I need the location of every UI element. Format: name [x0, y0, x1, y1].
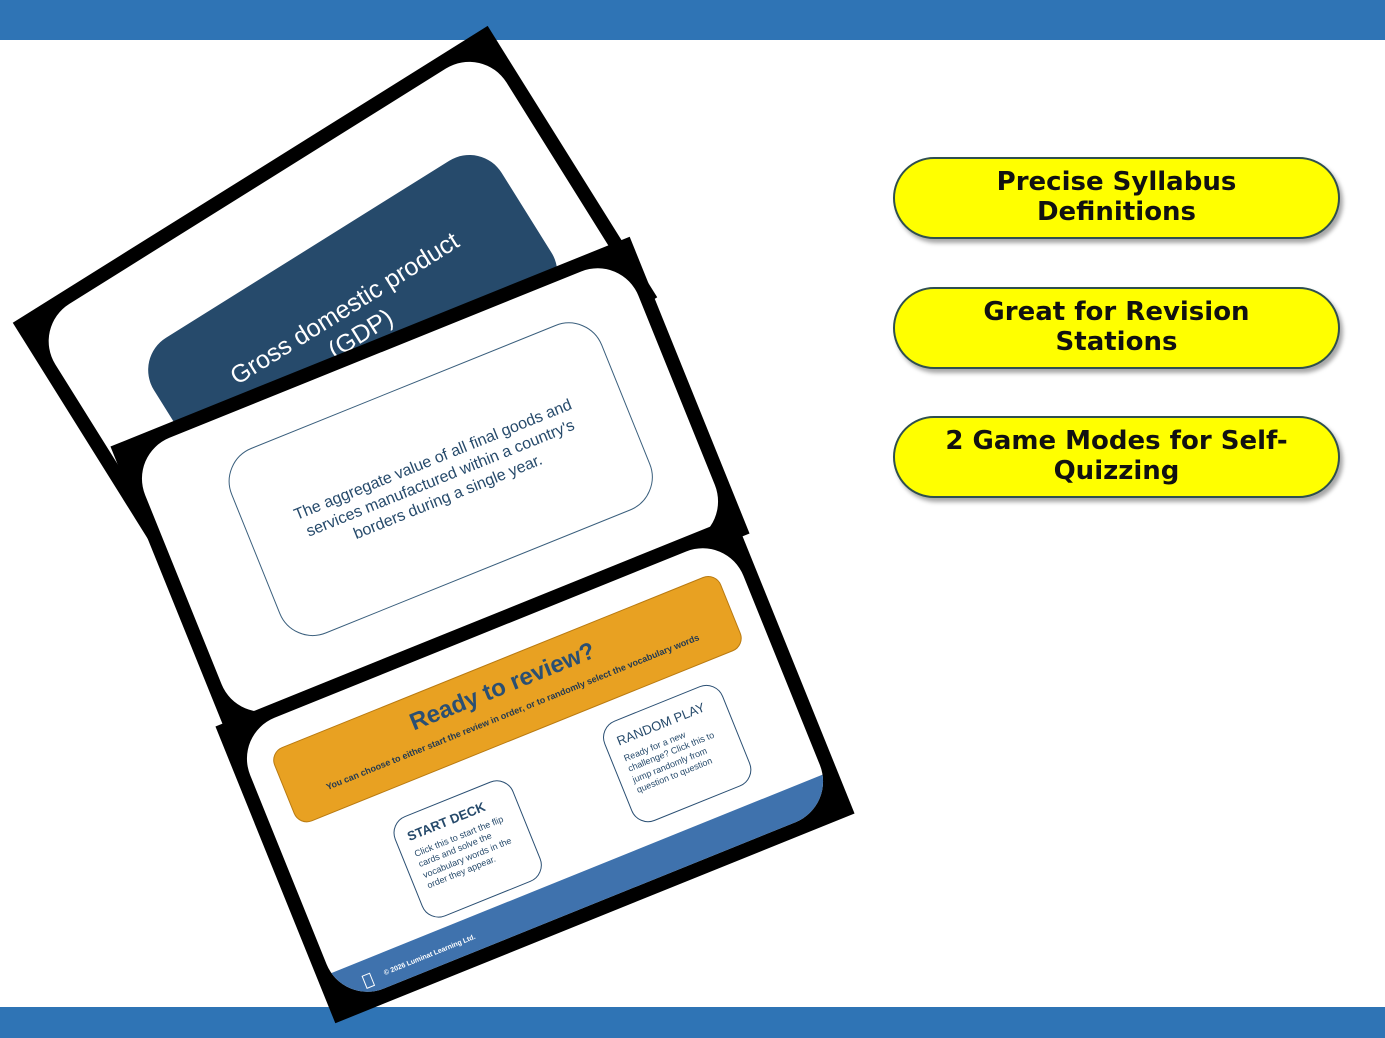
feature-pill-game-modes: 2 Game Modes for Self-Quizzing: [893, 416, 1340, 498]
feature-pill-label: Great for Revision Stations: [983, 297, 1250, 357]
random-play-button[interactable]: RANDOM PLAY Ready for a new challenge? C…: [597, 679, 757, 828]
feature-pill-label: Precise Syllabus Definitions: [996, 167, 1237, 227]
feature-pill-label: 2 Game Modes for Self-Quizzing: [945, 426, 1288, 486]
feature-pill-definitions: Precise Syllabus Definitions: [893, 157, 1340, 239]
definition-text: The aggregate value of all final goods a…: [291, 396, 578, 543]
bottom-band: [0, 1007, 1385, 1038]
top-band: [0, 0, 1385, 40]
feature-pill-revision: Great for Revision Stations: [893, 287, 1340, 369]
slide-footer-strip: [293, 759, 837, 1006]
